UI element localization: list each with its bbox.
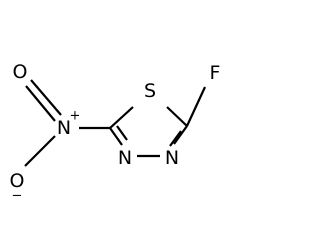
bond-n4-c5-inner (116, 125, 128, 141)
molecule-structure: S F N N N + O O − (10, 61, 221, 204)
bond-nitro-n-o-top (25, 85, 56, 122)
bond-c2-f (186, 86, 206, 127)
bond-c2-n3-inner (169, 130, 182, 147)
sulfur-label: S (144, 80, 156, 102)
bond-c5-s (109, 106, 134, 129)
fluorine-label: F (210, 62, 221, 84)
nitro-nitrogen-label: N (57, 117, 71, 139)
nitro-oxygen-bottom-charge: − (12, 189, 23, 204)
ring-nitrogen-right-label: N (165, 147, 179, 169)
bond-s-c2 (166, 106, 188, 127)
bond-n4-c5 (109, 127, 123, 146)
ring-nitrogen-left-label: N (118, 147, 132, 169)
bond-c2-n3 (173, 125, 188, 145)
nitro-nitrogen-charge: + (70, 109, 81, 124)
nitro-oxygen-bottom-label: O (10, 170, 25, 192)
bond-nitro-n-o-top-double (30, 79, 62, 116)
bond-nitro-n-o-bottom (24, 135, 56, 167)
nitro-oxygen-top-label: O (13, 61, 28, 83)
